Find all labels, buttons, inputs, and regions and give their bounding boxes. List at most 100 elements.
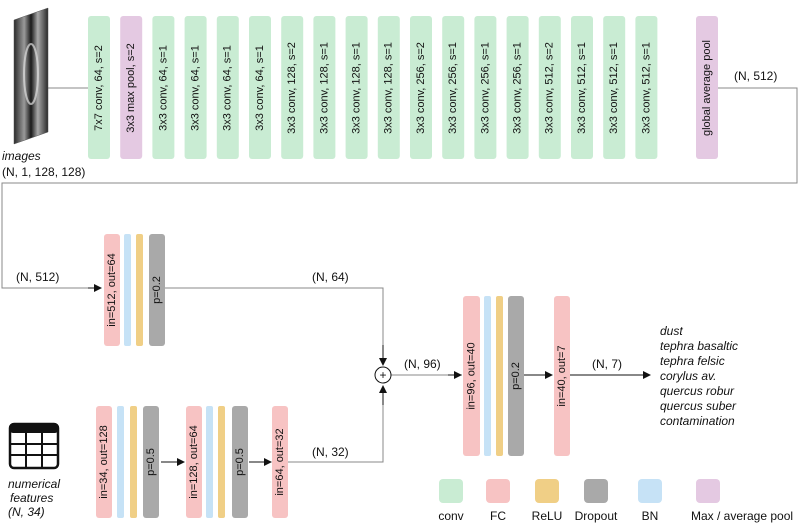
concat-symbol: + [379,368,386,382]
cnn-layer-label: 3x3 conv, 64, s=1 [254,45,266,131]
cls-fc1-label: in=96, out=40 [465,342,477,409]
legend-swatch [486,479,510,503]
cnn-layer: 3x3 conv, 64, s=1 [249,16,271,159]
class-label: tephra felsic [660,354,725,368]
cnn-layer-block [603,16,626,159]
cnn-layer: 3x3 conv, 512, s=1 [571,16,593,159]
class-label: quercus suber [660,399,737,413]
cnn-layer-label: 3x3 conv, 128, s=1 [383,42,395,134]
cnn-layer: 3x3 conv, 256, s=1 [442,16,465,159]
num-dropout1-label: p=0.5 [145,448,157,476]
image-head-relu [136,234,143,346]
cnn-layer-block [506,16,529,159]
cls-fc2 [554,296,570,456]
cnn-layer-block [571,16,593,159]
cnn-layer-label: 3x3 conv, 64, s=1 [222,45,234,131]
cnn-layer-block [345,16,368,159]
cnn-layer-label: 3x3 conv, 64, s=1 [157,45,169,131]
legend-item: FC [486,479,510,523]
shape-image-head-in: (N, 512) [16,270,59,284]
image-thumbnail [13,7,49,145]
cnn-layer-label: 3x3 conv, 64, s=1 [190,45,202,131]
cnn-layer-block [538,16,561,159]
global-pool-label: global average pool [701,40,713,136]
legend-label: Dropout [575,509,618,523]
num-dropout2-label: p=0.5 [234,448,246,476]
cnn-layer-block [313,16,336,159]
cls-dropout [508,296,524,456]
cnn-layer: 3x3 conv, 64, s=1 [152,16,175,159]
cnn-layer-block [88,16,110,159]
images-shape: (N, 1, 128, 128) [2,165,85,179]
shape-concat-out: (N, 96) [404,357,441,371]
legend-label: conv [438,509,463,523]
image-head: in=512, out=64 p=0.2 [104,234,165,346]
legend-item: Dropout [575,479,618,523]
cnn-layer: 3x3 conv, 256, s=1 [474,16,497,159]
cnn-layer-label: 3x3 conv, 256, s=1 [512,42,524,134]
cnn-layer: 3x3 max pool, s=2 [120,16,143,159]
images-label: images [2,149,41,163]
cnn-layer-label: 3x3 conv, 128, s=1 [351,42,363,134]
cnn-layer: 3x3 conv, 128, s=1 [345,16,368,159]
cls-dropout-label: p=0.2 [510,362,522,390]
num-relu1 [130,406,137,518]
image-head-dropout-label: p=0.2 [151,276,163,304]
connectors [1,87,798,463]
concat-node: + [374,366,392,384]
num-relu2 [218,406,225,518]
cnn-layer-block [184,16,207,159]
cnn-layer: 3x3 conv, 256, s=2 [410,16,432,159]
cnn-layer-label: 7x7 conv, 64, s=2 [93,45,105,131]
legend-label: Max / average pool [691,509,793,523]
cnn-layer-label: 3x3 conv, 512, s=1 [608,42,620,134]
image-head-fc-label: in=512, out=64 [106,253,118,326]
cnn-layer: 7x7 conv, 64, s=2 [88,16,110,159]
legend-item: conv [438,479,464,523]
image-ring [23,43,39,105]
cnn-layer: 3x3 conv, 64, s=1 [184,16,207,159]
cnn-layer-block [474,16,497,159]
legend-swatch [638,479,662,503]
cnn-layer-label: 3x3 max pool, s=2 [125,43,137,133]
num-fc1-label: in=34, out=128 [98,425,110,498]
class-label: corylus av. [660,369,716,383]
cnn-layer-label: 3x3 conv, 512, s=1 [576,42,588,134]
shape-image-head-out: (N, 64) [312,270,349,284]
num-bn1 [117,406,124,518]
cnn-layer: 3x3 conv, 128, s=1 [313,16,336,159]
cnn-layer-block [442,16,465,159]
cnn-layer-label: 3x3 conv, 256, s=1 [479,42,491,134]
table-icon [8,422,60,470]
legend-swatch [584,479,608,503]
global-average-pool-block: global average pool [696,16,718,159]
numerical-shape: (N, 34) [8,505,45,519]
cnn-layer-block [410,16,432,159]
cls-fc1 [463,296,480,456]
num-bn2 [206,406,213,518]
numerical-to-concat-line [287,390,384,463]
legend-label: BN [642,509,659,523]
cls-fc2-label: in=40, out=7 [556,345,568,406]
num-fc3 [272,406,288,518]
legend: conv FC ReLU Dropout BN Max / average pool [438,479,793,523]
classifier-head: in=96, out=40 p=0.2 in=40, out=7 [463,296,570,456]
arrows [88,284,651,466]
image-head-bn [124,234,131,346]
legend-item: Max / average pool [691,479,793,523]
legend-item: ReLU [532,479,563,523]
legend-swatch [696,479,720,503]
cnn-layer: 3x3 conv, 128, s=2 [281,16,304,159]
cls-relu [496,296,503,456]
class-label: quercus robur [660,384,735,398]
cnn-layer-label: 3x3 conv, 512, s=1 [640,42,652,134]
num-dropout1 [143,406,159,518]
input-image: images (N, 1, 128, 128) [2,7,85,179]
cnn-layer-label: 3x3 conv, 256, s=1 [447,42,459,134]
shape-after-pool: (N, 512) [734,69,777,83]
num-fc3-label: in=64, out=32 [274,428,286,495]
legend-label: ReLU [532,509,563,523]
cnn-backbone: 7x7 conv, 64, s=2 3x3 max pool, s=2 3x3 co… [88,16,658,159]
cnn-layer-label: 3x3 conv, 128, s=1 [318,42,330,134]
